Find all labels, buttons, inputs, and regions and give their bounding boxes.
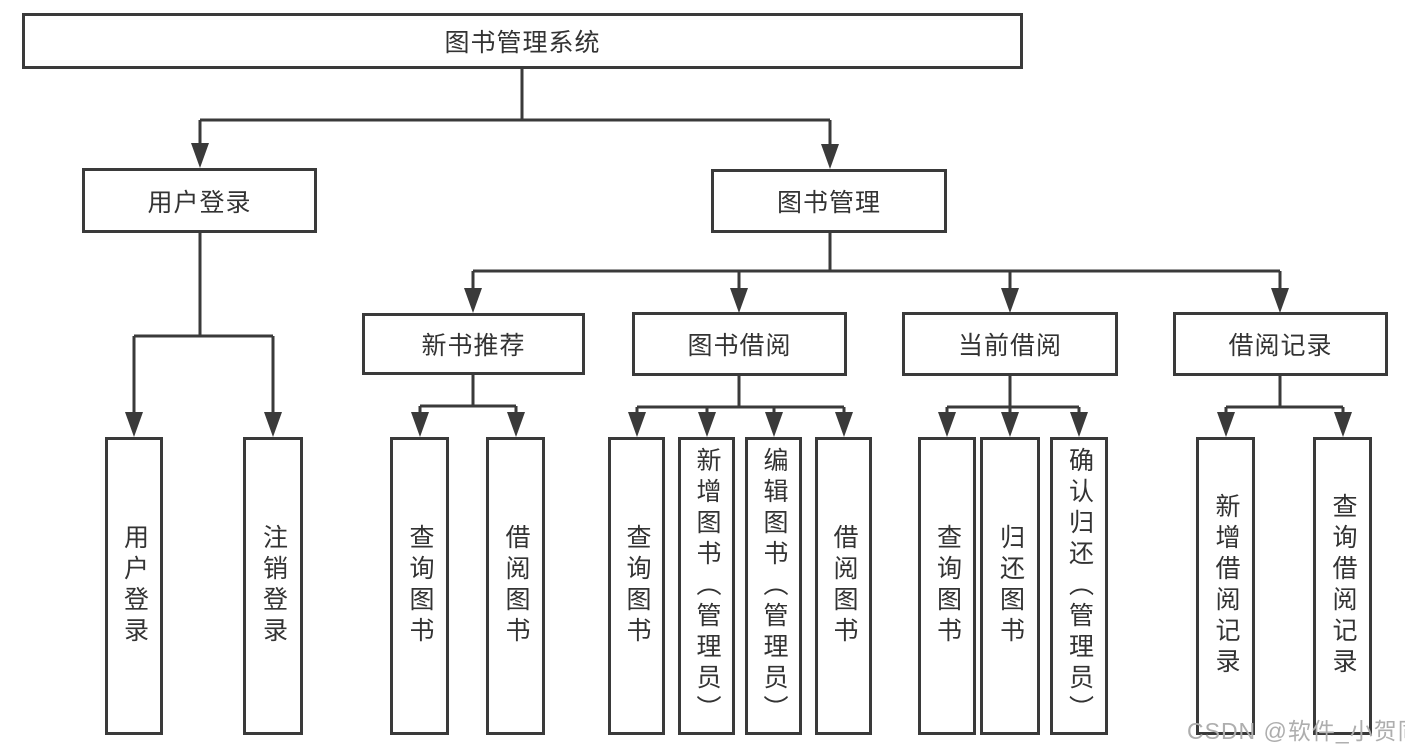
node-borrow-records: 借阅记录 — [1173, 312, 1388, 376]
leaf-user-login: 用户登录 — [105, 437, 163, 735]
leaf-add-books-admin: 新增图书（管理员） — [678, 437, 735, 735]
leaf-confirm-return-admin: 确认归还（管理员） — [1050, 437, 1108, 735]
leaf-query-borrow-record: 查询借阅记录 — [1313, 437, 1372, 735]
leaf-current-query-books: 查询图书 — [918, 437, 976, 735]
node-book-borrow: 图书借阅 — [632, 312, 847, 376]
leaf-newbook-query-books: 查询图书 — [390, 437, 449, 735]
node-root-system: 图书管理系统 — [22, 13, 1023, 69]
leaf-return-books: 归还图书 — [980, 437, 1040, 735]
node-new-book-recommend: 新书推荐 — [362, 313, 585, 375]
node-user-login-module: 用户登录 — [82, 168, 317, 233]
leaf-edit-books-admin: 编辑图书（管理员） — [745, 437, 802, 735]
leaf-borrow-books: 借阅图书 — [815, 437, 872, 735]
arrowheads — [125, 143, 1352, 437]
leaf-newbook-borrow-books: 借阅图书 — [486, 437, 545, 735]
leaf-logout: 注销登录 — [243, 437, 303, 735]
node-book-management-module: 图书管理 — [711, 169, 947, 233]
node-current-borrow: 当前借阅 — [902, 312, 1118, 376]
csdn-watermark: CSDN @软件_小贺同学 — [1187, 718, 1405, 744]
leaf-borrow-query-books: 查询图书 — [608, 437, 665, 735]
leaf-add-borrow-record: 新增借阅记录 — [1196, 437, 1255, 735]
